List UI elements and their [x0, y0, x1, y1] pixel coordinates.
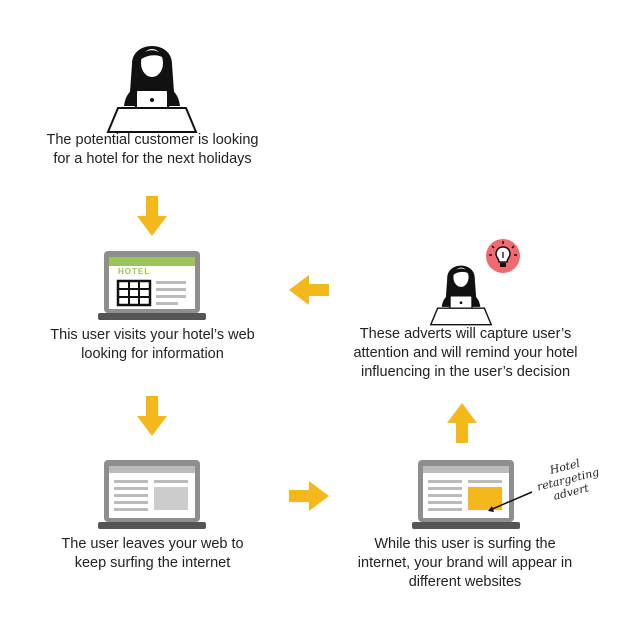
retargeting-annotation: Hotel retargeting advert — [535, 456, 601, 503]
hotel-sign: HOTEL — [118, 267, 151, 276]
arrow-down-icon — [137, 396, 167, 436]
step4-caption: While this user is surfing the internet,… — [357, 536, 573, 590]
step5-caption: These adverts will capture user’s attent… — [353, 326, 578, 380]
person-at-laptop-icon — [104, 30, 200, 136]
arrow-right-icon — [289, 481, 329, 511]
hotel-website-laptop: HOTEL — [98, 251, 206, 321]
generic-website-laptop — [98, 460, 206, 532]
step1-caption: The potential customer is looking for a … — [46, 132, 259, 167]
lightbulb-icon — [485, 238, 521, 274]
advert-website-laptop — [412, 460, 520, 532]
arrow-down-icon — [137, 196, 167, 236]
person-at-laptop-icon — [428, 254, 494, 328]
arrow-left-icon — [289, 275, 329, 305]
arrow-up-icon — [447, 403, 477, 443]
step2-caption: This user visits your hotel’s web lookin… — [50, 327, 255, 362]
annotation-arrow-icon — [488, 488, 536, 514]
step3-caption: The user leaves your web to keep surfing… — [61, 536, 244, 571]
